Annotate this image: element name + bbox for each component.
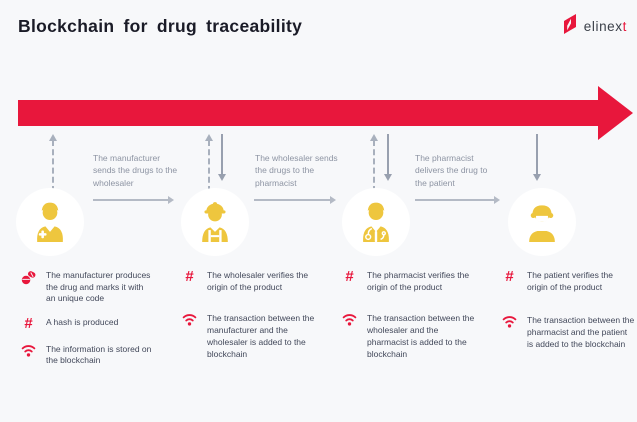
bullet-column-patient: # The patient verifies the origin of the… bbox=[501, 268, 637, 351]
bullet-item: The information is stored on the blockch… bbox=[20, 344, 166, 367]
bullet-text: A hash is produced bbox=[46, 317, 119, 328]
timeline-arrow-head-icon bbox=[598, 86, 633, 140]
wifi-icon bbox=[181, 313, 198, 360]
bullet-column-pharmacist: # The pharmacist verifies the origin of … bbox=[341, 268, 487, 360]
solid-down-arrow-icon bbox=[384, 134, 392, 181]
dashed-up-arrow-icon bbox=[370, 134, 378, 192]
connector-arrow-icon bbox=[93, 196, 174, 204]
wifi-icon bbox=[341, 313, 358, 360]
pharmacist-icon bbox=[354, 198, 398, 247]
bullet-text: The pharmacist verifies the origin of th… bbox=[367, 270, 470, 292]
solid-down-arrow-icon bbox=[218, 134, 226, 181]
transfer-label-wholesaler-to-pharmacist: The wholesaler sends the drugs to the ph… bbox=[255, 153, 338, 188]
brand-logo: elinext bbox=[561, 13, 627, 40]
brand-name-accent: t bbox=[622, 19, 627, 34]
timeline-arrow-body bbox=[18, 100, 599, 126]
bullet-text: The patient verifies the origin of the p… bbox=[527, 270, 613, 292]
patient-icon bbox=[520, 198, 564, 247]
actor-circle-patient bbox=[508, 188, 576, 256]
actor-circle-pharmacist bbox=[342, 188, 410, 256]
bullet-text: The transaction between the wholesaler a… bbox=[367, 313, 475, 359]
hash-icon: # bbox=[185, 268, 194, 285]
wholesaler-icon bbox=[193, 198, 237, 247]
solid-down-arrow-icon bbox=[533, 134, 541, 181]
bullet-item: # The patient verifies the origin of the… bbox=[501, 268, 637, 293]
dashed-up-arrow-icon bbox=[205, 134, 213, 192]
brand-name: elinext bbox=[583, 19, 627, 34]
transfer-label-manufacturer-to-wholesaler: The manufacturer sends the drugs to the … bbox=[93, 153, 178, 188]
actor-circle-manufacturer bbox=[16, 188, 84, 256]
hash-icon: # bbox=[505, 268, 514, 285]
actor-circle-wholesaler bbox=[181, 188, 249, 256]
wifi-icon bbox=[501, 315, 518, 350]
bullet-text: The wholesaler verifies the origin of th… bbox=[207, 270, 309, 292]
bullet-text: The manufacturer produces the drug and m… bbox=[46, 270, 151, 304]
bullet-text: The information is stored on the blockch… bbox=[46, 343, 152, 366]
bullet-text: The transaction between the pharmacist a… bbox=[527, 315, 635, 349]
manufacturer-icon bbox=[28, 198, 72, 247]
hash-icon: # bbox=[345, 268, 354, 285]
connector-arrow-icon bbox=[254, 196, 336, 204]
connector-arrow-icon bbox=[415, 196, 500, 204]
bullet-column-wholesaler: # The wholesaler verifies the origin of … bbox=[181, 268, 327, 360]
bullet-item: The transaction between the pharmacist a… bbox=[501, 315, 637, 350]
wifi-icon bbox=[20, 344, 37, 367]
transfer-label-pharmacist-to-patient: The pharmacist delivers the drug to the … bbox=[415, 153, 488, 188]
bullet-item: # The pharmacist verifies the origin of … bbox=[341, 268, 487, 293]
bullet-column-manufacturer: The manufacturer produces the drug and m… bbox=[20, 270, 166, 367]
bullet-item: # The wholesaler verifies the origin of … bbox=[181, 268, 327, 293]
bullet-text: The transaction between the manufacturer… bbox=[207, 313, 315, 359]
bullet-item: The manufacturer produces the drug and m… bbox=[20, 270, 166, 305]
bullet-item: The transaction between the manufacturer… bbox=[181, 313, 327, 360]
bullet-item: # A hash is produced bbox=[20, 315, 166, 333]
page-title: Blockchain for drug traceability bbox=[18, 16, 303, 36]
hash-icon: # bbox=[24, 315, 33, 333]
elinext-n-mark-icon bbox=[561, 13, 579, 40]
bullet-item: The transaction between the wholesaler a… bbox=[341, 313, 487, 360]
dashed-up-arrow-icon bbox=[49, 134, 57, 192]
pills-icon bbox=[20, 270, 37, 305]
